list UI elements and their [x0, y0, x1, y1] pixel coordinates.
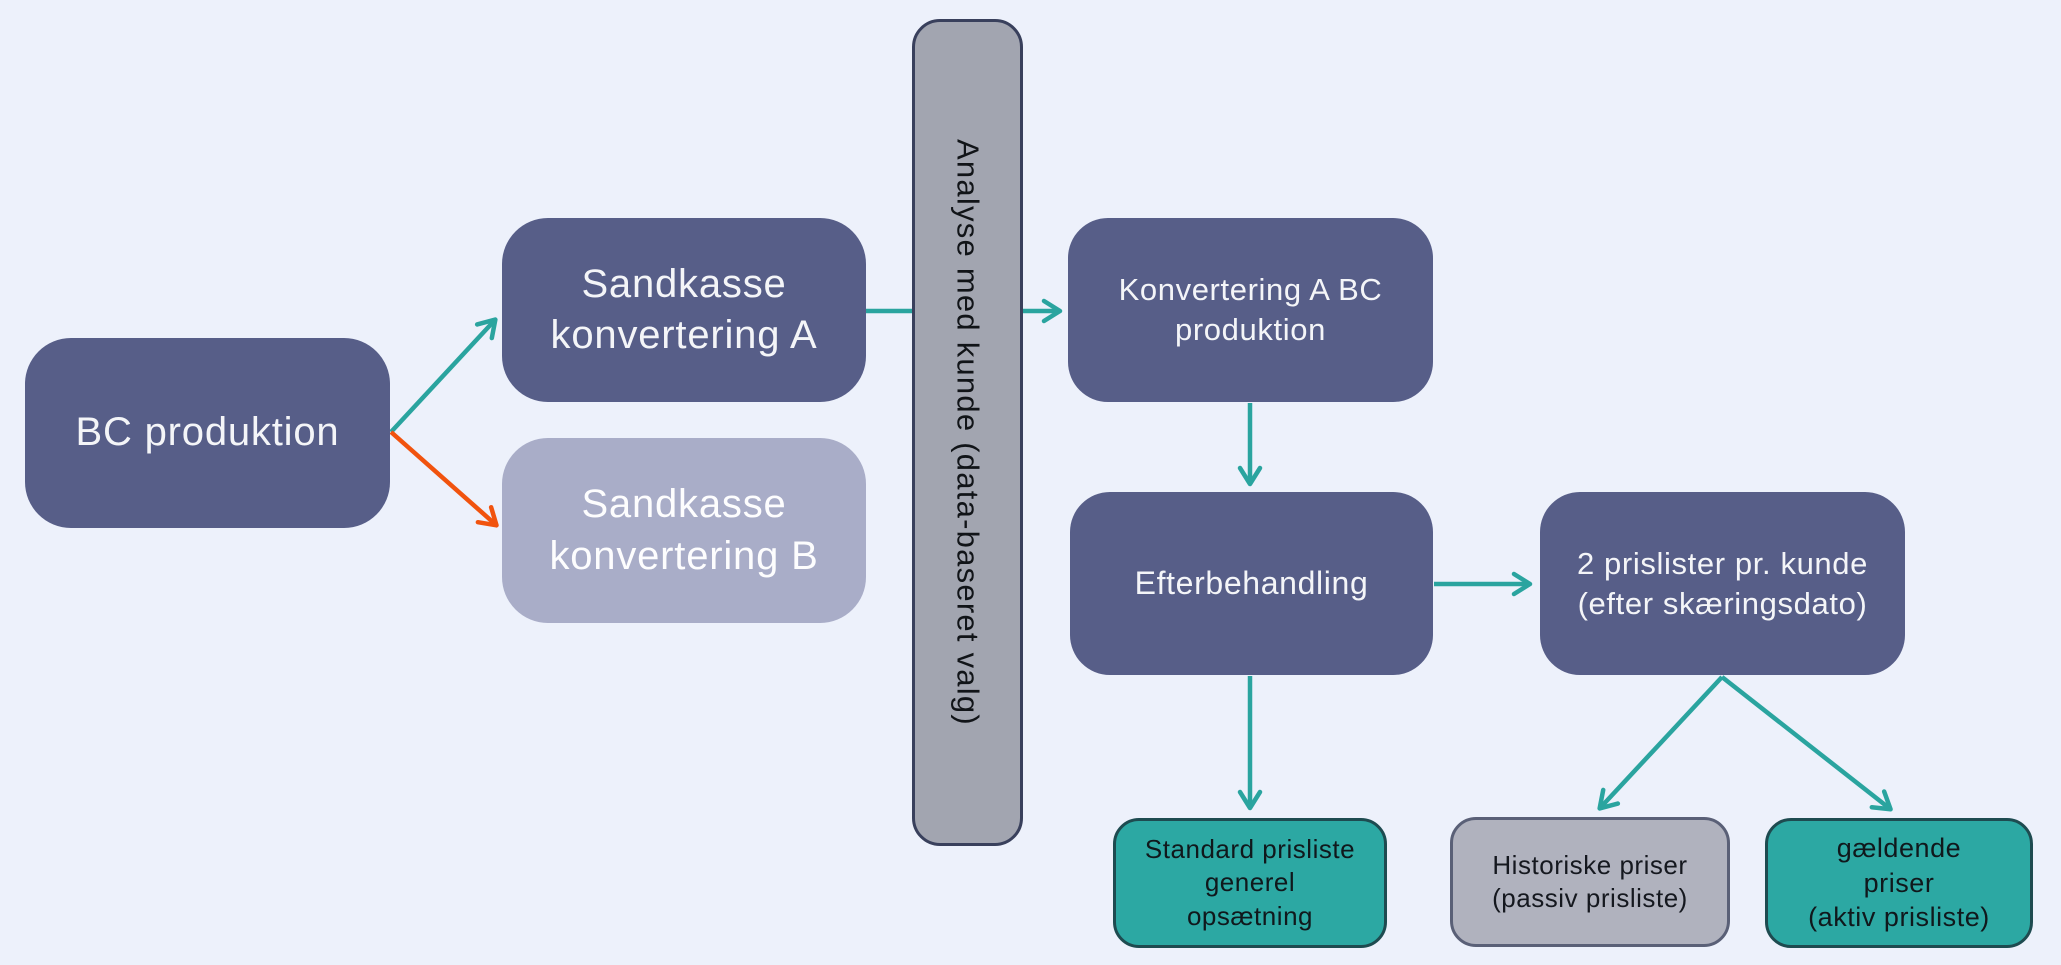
node-efterbehandling: Efterbehandling — [1070, 492, 1433, 675]
node-historiske-priser-label: Historiske priser (passiv prisliste) — [1492, 849, 1688, 913]
edge-prislister-to-historiske-priser — [1597, 675, 1724, 811]
node-gaeldende-priser: gældende priser (aktiv prisliste) — [1765, 818, 2033, 948]
node-analyse-med-kunde-label: Analyse med kunde (data-baseret valg) — [950, 139, 986, 726]
node-konvertering-a-bc-produktion-label: Konvertering A BC produktion — [1118, 272, 1383, 347]
node-sandkasse-konvertering-a: Sandkasse konvertering A — [502, 218, 866, 402]
node-sandkasse-konvertering-a-label: Sandkasse konvertering A — [550, 261, 818, 357]
node-bc-produktion: BC produktion — [25, 338, 390, 528]
node-konvertering-a-bc-produktion: Konvertering A BC produktion — [1068, 218, 1433, 402]
node-gaeldende-priser-label: gældende priser (aktiv prisliste) — [1808, 833, 1990, 933]
node-sandkasse-konvertering-b: Sandkasse konvertering B — [502, 438, 866, 623]
node-standard-prisliste: Standard prisliste generel opsætning — [1113, 818, 1387, 948]
edge-bc-to-sandkasse-b — [389, 430, 499, 528]
edge-bc-to-sandkasse-a — [389, 317, 498, 434]
node-standard-prisliste-label: Standard prisliste generel opsætning — [1144, 834, 1356, 931]
edge-prislister-to-gaeldende-priser — [1720, 675, 1893, 812]
node-2-prislister-pr-kunde: 2 prislister pr. kunde (efter skæringsda… — [1540, 492, 1905, 675]
node-efterbehandling-label: Efterbehandling — [1134, 565, 1369, 602]
node-2-prislister-pr-kunde-label: 2 prislister pr. kunde (efter skæringsda… — [1576, 545, 1869, 621]
node-historiske-priser: Historiske priser (passiv prisliste) — [1450, 817, 1730, 947]
node-analyse-med-kunde-bar: Analyse med kunde (data-baseret valg) — [912, 19, 1023, 846]
node-sandkasse-konvertering-b-label: Sandkasse konvertering B — [549, 482, 819, 578]
node-bc-produktion-label: BC produktion — [75, 410, 340, 455]
